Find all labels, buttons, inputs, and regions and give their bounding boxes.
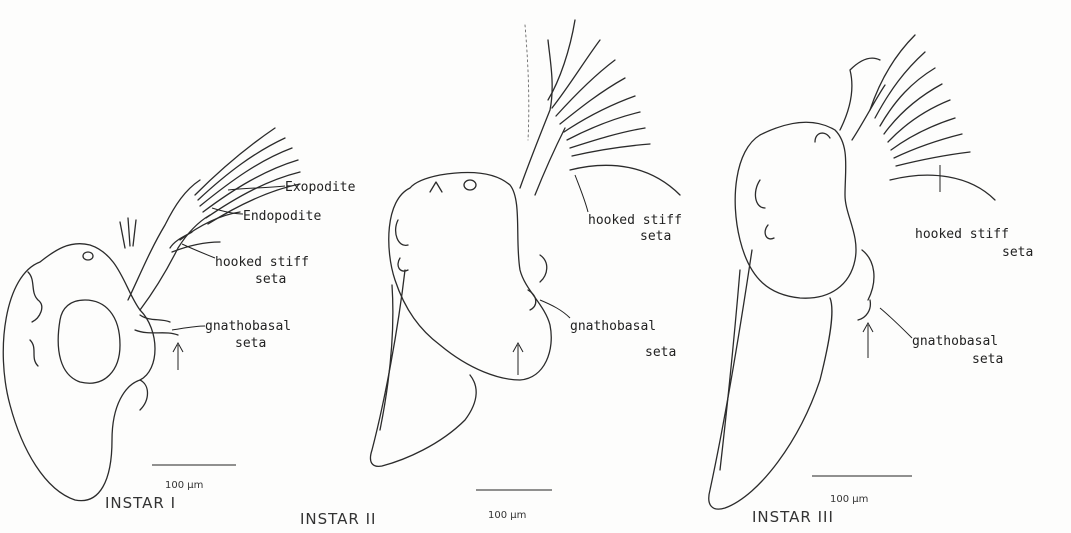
label-seta-1b: seta bbox=[235, 336, 266, 351]
label-seta-3b: seta bbox=[972, 352, 1003, 367]
label-gnathobasal-2: gnathobasal bbox=[570, 319, 656, 334]
scale-label-1: 100 µm bbox=[165, 480, 203, 491]
caption-instar-3: INSTAR III bbox=[752, 508, 834, 526]
label-hooked-stiff-3: hooked stiff bbox=[915, 227, 1009, 242]
label-seta-2a: seta bbox=[640, 229, 671, 244]
label-gnathobasal-3: gnathobasal bbox=[912, 334, 998, 349]
label-seta-1a: seta bbox=[255, 272, 286, 287]
scale-label-3: 100 µm bbox=[830, 494, 868, 505]
instar-3-drawing bbox=[709, 35, 995, 509]
label-hooked-stiff-1: hooked stiff bbox=[215, 255, 309, 270]
label-hooked-stiff-2: hooked stiff bbox=[588, 213, 682, 228]
label-seta-2b: seta bbox=[645, 345, 676, 360]
label-seta-3a: seta bbox=[1002, 245, 1033, 260]
instar-2-drawing bbox=[370, 20, 680, 490]
caption-instar-1: INSTAR I bbox=[105, 494, 176, 512]
instar-1-drawing bbox=[3, 128, 300, 501]
scale-label-2: 100 µm bbox=[488, 510, 526, 521]
caption-instar-2: INSTAR II bbox=[300, 510, 376, 528]
label-endopodite: Endopodite bbox=[243, 209, 321, 224]
label-exopodite: Exopodite bbox=[285, 180, 356, 195]
label-gnathobasal-1: gnathobasal bbox=[205, 319, 291, 334]
